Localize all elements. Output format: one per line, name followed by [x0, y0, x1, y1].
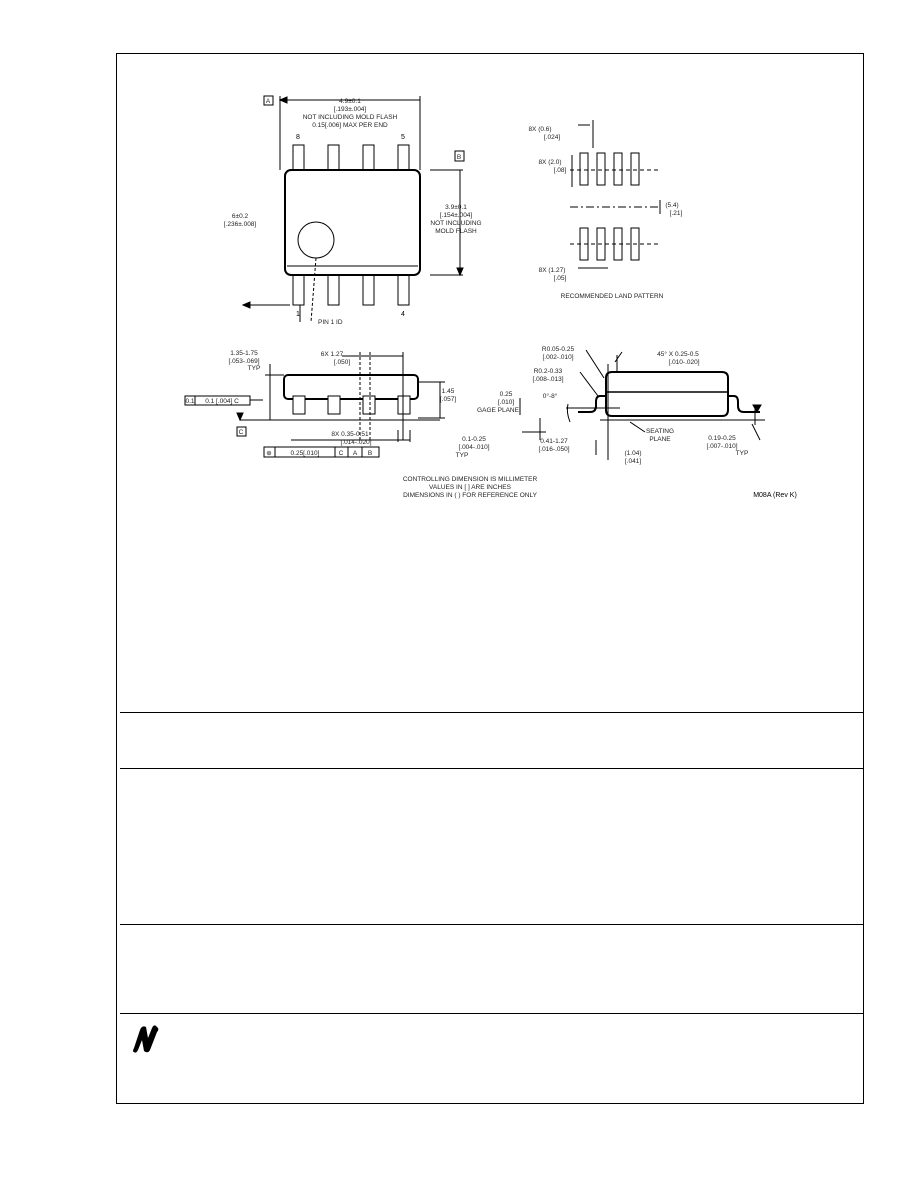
lp-pitch-dim-in: [.024]: [544, 134, 560, 141]
company-logo-icon: [133, 1025, 159, 1053]
fv-height-typ: TYP: [248, 365, 261, 372]
fv-bottom-dim-in: [.004-.010]: [458, 444, 489, 451]
datum-a-label: A: [266, 98, 271, 105]
tv-width-note-1: NOT INCLUDING MOLD FLASH: [303, 114, 398, 121]
note-inch-values: VALUES IN [ ] ARE INCHES: [429, 484, 512, 491]
fcf-datum-a: A: [353, 450, 358, 457]
drawing-id: M08A (Rev K): [753, 492, 797, 499]
lp-pitch-dim-mm: 8X (0.6): [528, 126, 551, 133]
tv-body-dim-mm: 3.9±0.1: [445, 204, 467, 211]
sv-radius1-in: [.002-.010]: [542, 354, 573, 361]
sv-foot-len-mm: (1.04): [625, 450, 642, 457]
lp-pad-len-in: [.08]: [554, 167, 567, 174]
lp-pad-len-mm: 8X (2.0): [538, 159, 561, 166]
pin-1-id-label: PIN 1 ID: [318, 319, 343, 326]
pin-8-label: 8: [296, 134, 300, 141]
side-view: [519, 349, 765, 460]
coplanarity-symbol: 0.1: [185, 398, 194, 405]
sv-thickness-typ: TYP: [736, 450, 749, 457]
divider-1: [120, 712, 864, 713]
top-view: [241, 95, 465, 323]
divider-4: [120, 1013, 864, 1014]
fv-height-dim-mm: 1.35-1.75: [230, 350, 258, 357]
land-pattern-title: RECOMMENDED LAND PATTERN: [561, 293, 664, 300]
datum-b-label: B: [457, 154, 461, 161]
divider-3: [120, 924, 864, 925]
fcf-datum-c: C: [339, 450, 344, 457]
sv-thickness-in: [.007-.010]: [706, 443, 737, 450]
fv-pitch-dim-in: [.050]: [334, 359, 350, 366]
sv-radius2-mm: R0.2-0.33: [534, 368, 563, 375]
sv-chamfer-in: [.010-.020]: [668, 359, 699, 366]
land-pattern: [570, 120, 661, 269]
fv-bottom-dim-mm: 0.1-0.25: [462, 436, 486, 443]
fv-pitch-dim-mm: 6X 1.27: [321, 351, 344, 358]
sv-seating-1: SEATING: [646, 428, 674, 435]
note-controlling-dimension: CONTROLLING DIMENSION IS MILLIMETER: [403, 476, 538, 483]
sv-foot-len-in: [.041]: [625, 458, 641, 465]
front-view: [184, 352, 445, 458]
sv-gauge-in: [.010]: [498, 399, 514, 406]
sv-foot-dim-mm: 0.41-1.27: [540, 438, 568, 445]
sv-foot-dim-in: [.016-.050]: [538, 446, 569, 453]
sv-gauge-plane: GAGE PLANE: [477, 407, 520, 414]
sv-chamfer-mm: 45° X 0.25-0.5: [657, 350, 699, 358]
tv-body-dim-in: [.154±.004]: [440, 212, 473, 219]
sv-radius1-mm: R0.05-0.25: [542, 346, 575, 353]
note-reference-only: DIMENSIONS IN ( ) FOR REFERENCE ONLY: [403, 492, 538, 499]
sv-thickness-mm: 0.19-0.25: [708, 435, 736, 442]
fv-standoff-in: [.057]: [440, 396, 456, 403]
pin-4-label: 4: [401, 311, 405, 318]
fv-lead-dim-in: [.014-.020]: [340, 439, 371, 446]
sv-radius2-in: [.008-.013]: [532, 376, 563, 383]
lp-pad-pitch-mm: 8X (1.27): [539, 267, 566, 274]
fv-lead-dim-mm: 8X 0.35-0.51: [331, 431, 369, 438]
fv-standoff-mm: 1.45: [442, 388, 455, 395]
fv-bottom-typ: TYP: [456, 452, 469, 459]
sv-angle: 0°-8°: [543, 392, 558, 400]
fv-height-dim-in: [.053-.069]: [228, 358, 259, 365]
tv-width-note-2: 0.15[.006] MAX PER END: [312, 122, 388, 129]
tv-body-note-1: NOT INCLUDING: [430, 220, 481, 227]
divider-2: [120, 768, 864, 769]
tv-overall-dim-in: [.236±.008]: [224, 221, 257, 228]
coplanarity-callout: 0.1 [.004] C: [205, 398, 239, 405]
page-frame: [116, 53, 864, 1104]
fcf-tolerance: 0.25[.010]: [291, 450, 320, 457]
pin-5-label: 5: [401, 134, 405, 141]
tv-body-note-2: MOLD FLASH: [435, 228, 477, 235]
sv-gauge-mm: 0.25: [500, 391, 513, 398]
tv-width-dim-mm: 4.9±0.1: [339, 98, 361, 105]
pin-1-label: 1: [296, 311, 300, 318]
fcf-datum-b: B: [368, 450, 372, 457]
sv-seating-2: PLANE: [649, 436, 671, 443]
tv-width-dim-in: [.193±.004]: [334, 106, 367, 113]
lp-pad-pitch-in: [.05]: [554, 275, 567, 282]
fcf-position-symbol: ⊕: [266, 450, 272, 457]
lp-row-dim-mm: (5.4): [665, 202, 678, 209]
tv-overall-dim-mm: 6±0.2: [232, 213, 249, 220]
datum-c-label: C: [239, 429, 244, 436]
lp-row-dim-in: [.21]: [670, 210, 683, 217]
